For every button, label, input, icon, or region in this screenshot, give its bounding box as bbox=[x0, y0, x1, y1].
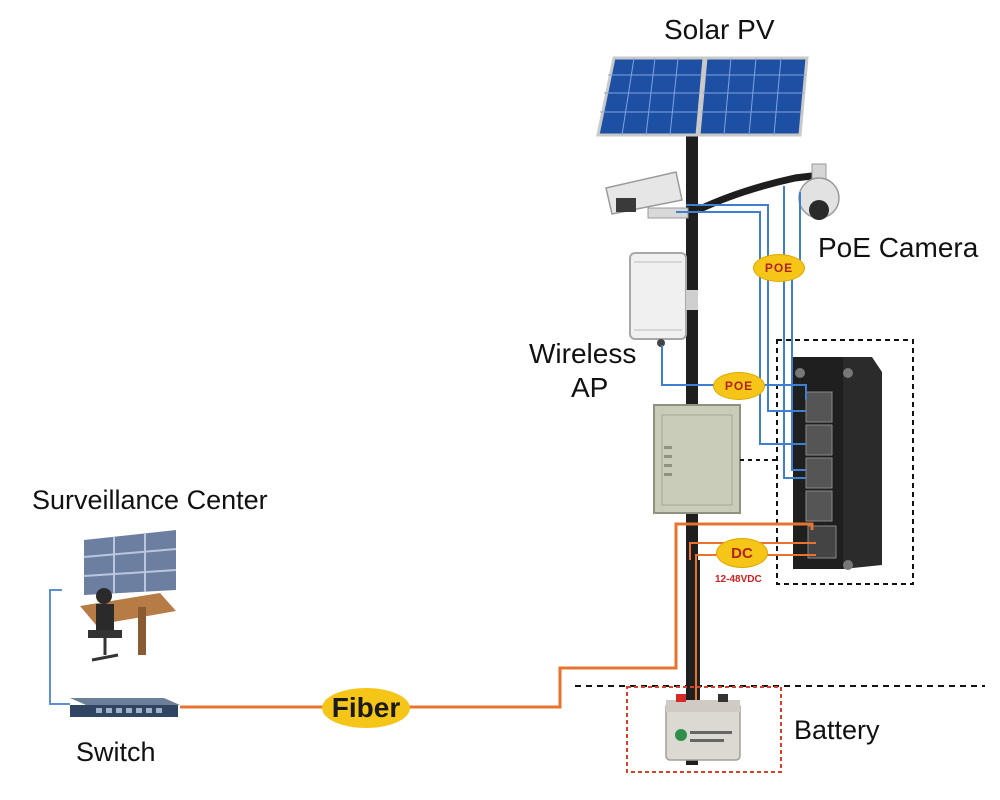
ptz-camera-icon bbox=[798, 163, 840, 220]
wireless-ap-label-line1: Wireless bbox=[529, 338, 637, 369]
poe-badge-ap: POE bbox=[713, 372, 765, 400]
solar-pv-label: Solar PV bbox=[664, 14, 775, 45]
center-link bbox=[49, 589, 70, 705]
poe-switch-icon bbox=[793, 357, 882, 570]
wireless-ap-label-line2: AP bbox=[571, 372, 609, 403]
battery-wires bbox=[689, 560, 700, 700]
poe-camera-label: PoE Camera bbox=[818, 232, 979, 263]
switch-label: Switch bbox=[76, 737, 156, 767]
fiber-badge: Fiber bbox=[322, 688, 410, 728]
bullet-camera-icon bbox=[605, 171, 689, 219]
surveillance-center-label: Surveillance Center bbox=[32, 485, 268, 515]
poe-badge-camera: POE bbox=[753, 254, 805, 282]
poe-switch-frame bbox=[776, 339, 914, 585]
desk-operator-icon bbox=[80, 588, 176, 662]
network-switch-icon bbox=[70, 698, 180, 717]
monitor-wall-icon bbox=[83, 530, 177, 595]
battery-frame bbox=[626, 686, 782, 773]
fiber-cable bbox=[180, 522, 814, 709]
cabinet-icon bbox=[653, 404, 741, 514]
solar-panel-icon bbox=[596, 56, 809, 137]
battery-icon bbox=[665, 694, 741, 761]
battery-label: Battery bbox=[794, 715, 880, 745]
voltage-label: 12-48VDC bbox=[715, 574, 762, 585]
dc-badge: DC bbox=[716, 538, 768, 568]
